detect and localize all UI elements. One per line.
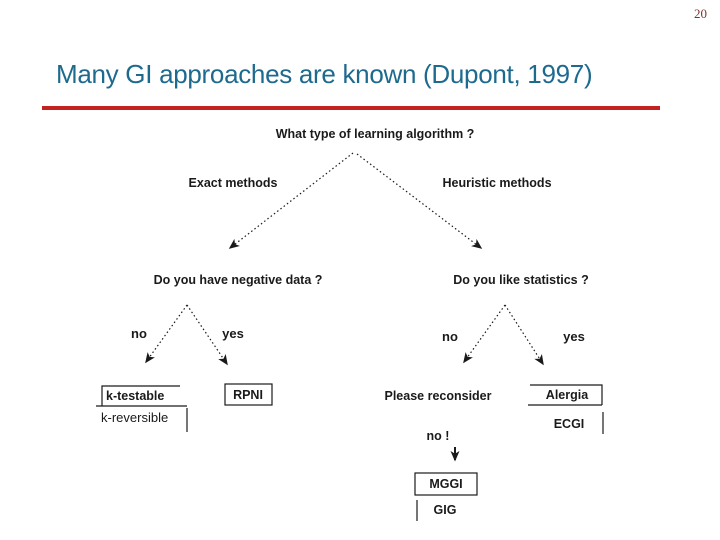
- mggi-box: [414, 472, 478, 496]
- alergia-box: [528, 384, 603, 406]
- edge-label-no-left: no: [131, 326, 147, 341]
- question-negative-data: Do you have negative data ?: [153, 273, 323, 287]
- branch-label-heuristic-methods: Heuristic methods: [442, 176, 552, 190]
- slide-page-number: 20: [694, 6, 707, 21]
- result-ecgi: ECGI: [553, 417, 585, 431]
- result-alergia: Alergia: [545, 388, 589, 402]
- k-testable-box: [96, 385, 187, 407]
- question-like-statistics: Do you like statistics ?: [453, 273, 589, 287]
- slide-title: Many GI approaches are known (Dupont, 19…: [56, 59, 593, 89]
- result-rpni: RPNI: [233, 388, 263, 402]
- result-k-testable: k-testable: [106, 389, 165, 403]
- edge-label-yes-left: yes: [222, 326, 244, 341]
- arrow-negative-no-icon: [145, 304, 188, 364]
- result-mggi: MGGI: [429, 477, 463, 491]
- arrow-root-to-heuristic-icon: [356, 153, 483, 249]
- result-please-reconsider: Please reconsider: [384, 389, 492, 403]
- arrow-root-to-exact-icon: [228, 152, 354, 249]
- title-underline-rule: [42, 106, 660, 110]
- arrow-negative-yes-icon: [186, 304, 228, 366]
- arrow-statistics-no-icon: [463, 304, 506, 364]
- branch-label-exact-methods: Exact methods: [188, 176, 278, 190]
- arrow-statistics-yes-icon: [504, 304, 544, 366]
- result-gig: GIG: [433, 503, 457, 517]
- edge-label-yes-right: yes: [563, 329, 585, 344]
- root-question: What type of learning algorithm ?: [275, 127, 475, 141]
- edge-label-no-right: no: [442, 329, 458, 344]
- result-k-reversible: k-reversible: [101, 410, 169, 425]
- label-no-exclaim: no !: [426, 429, 450, 443]
- rpni-box: [224, 383, 273, 406]
